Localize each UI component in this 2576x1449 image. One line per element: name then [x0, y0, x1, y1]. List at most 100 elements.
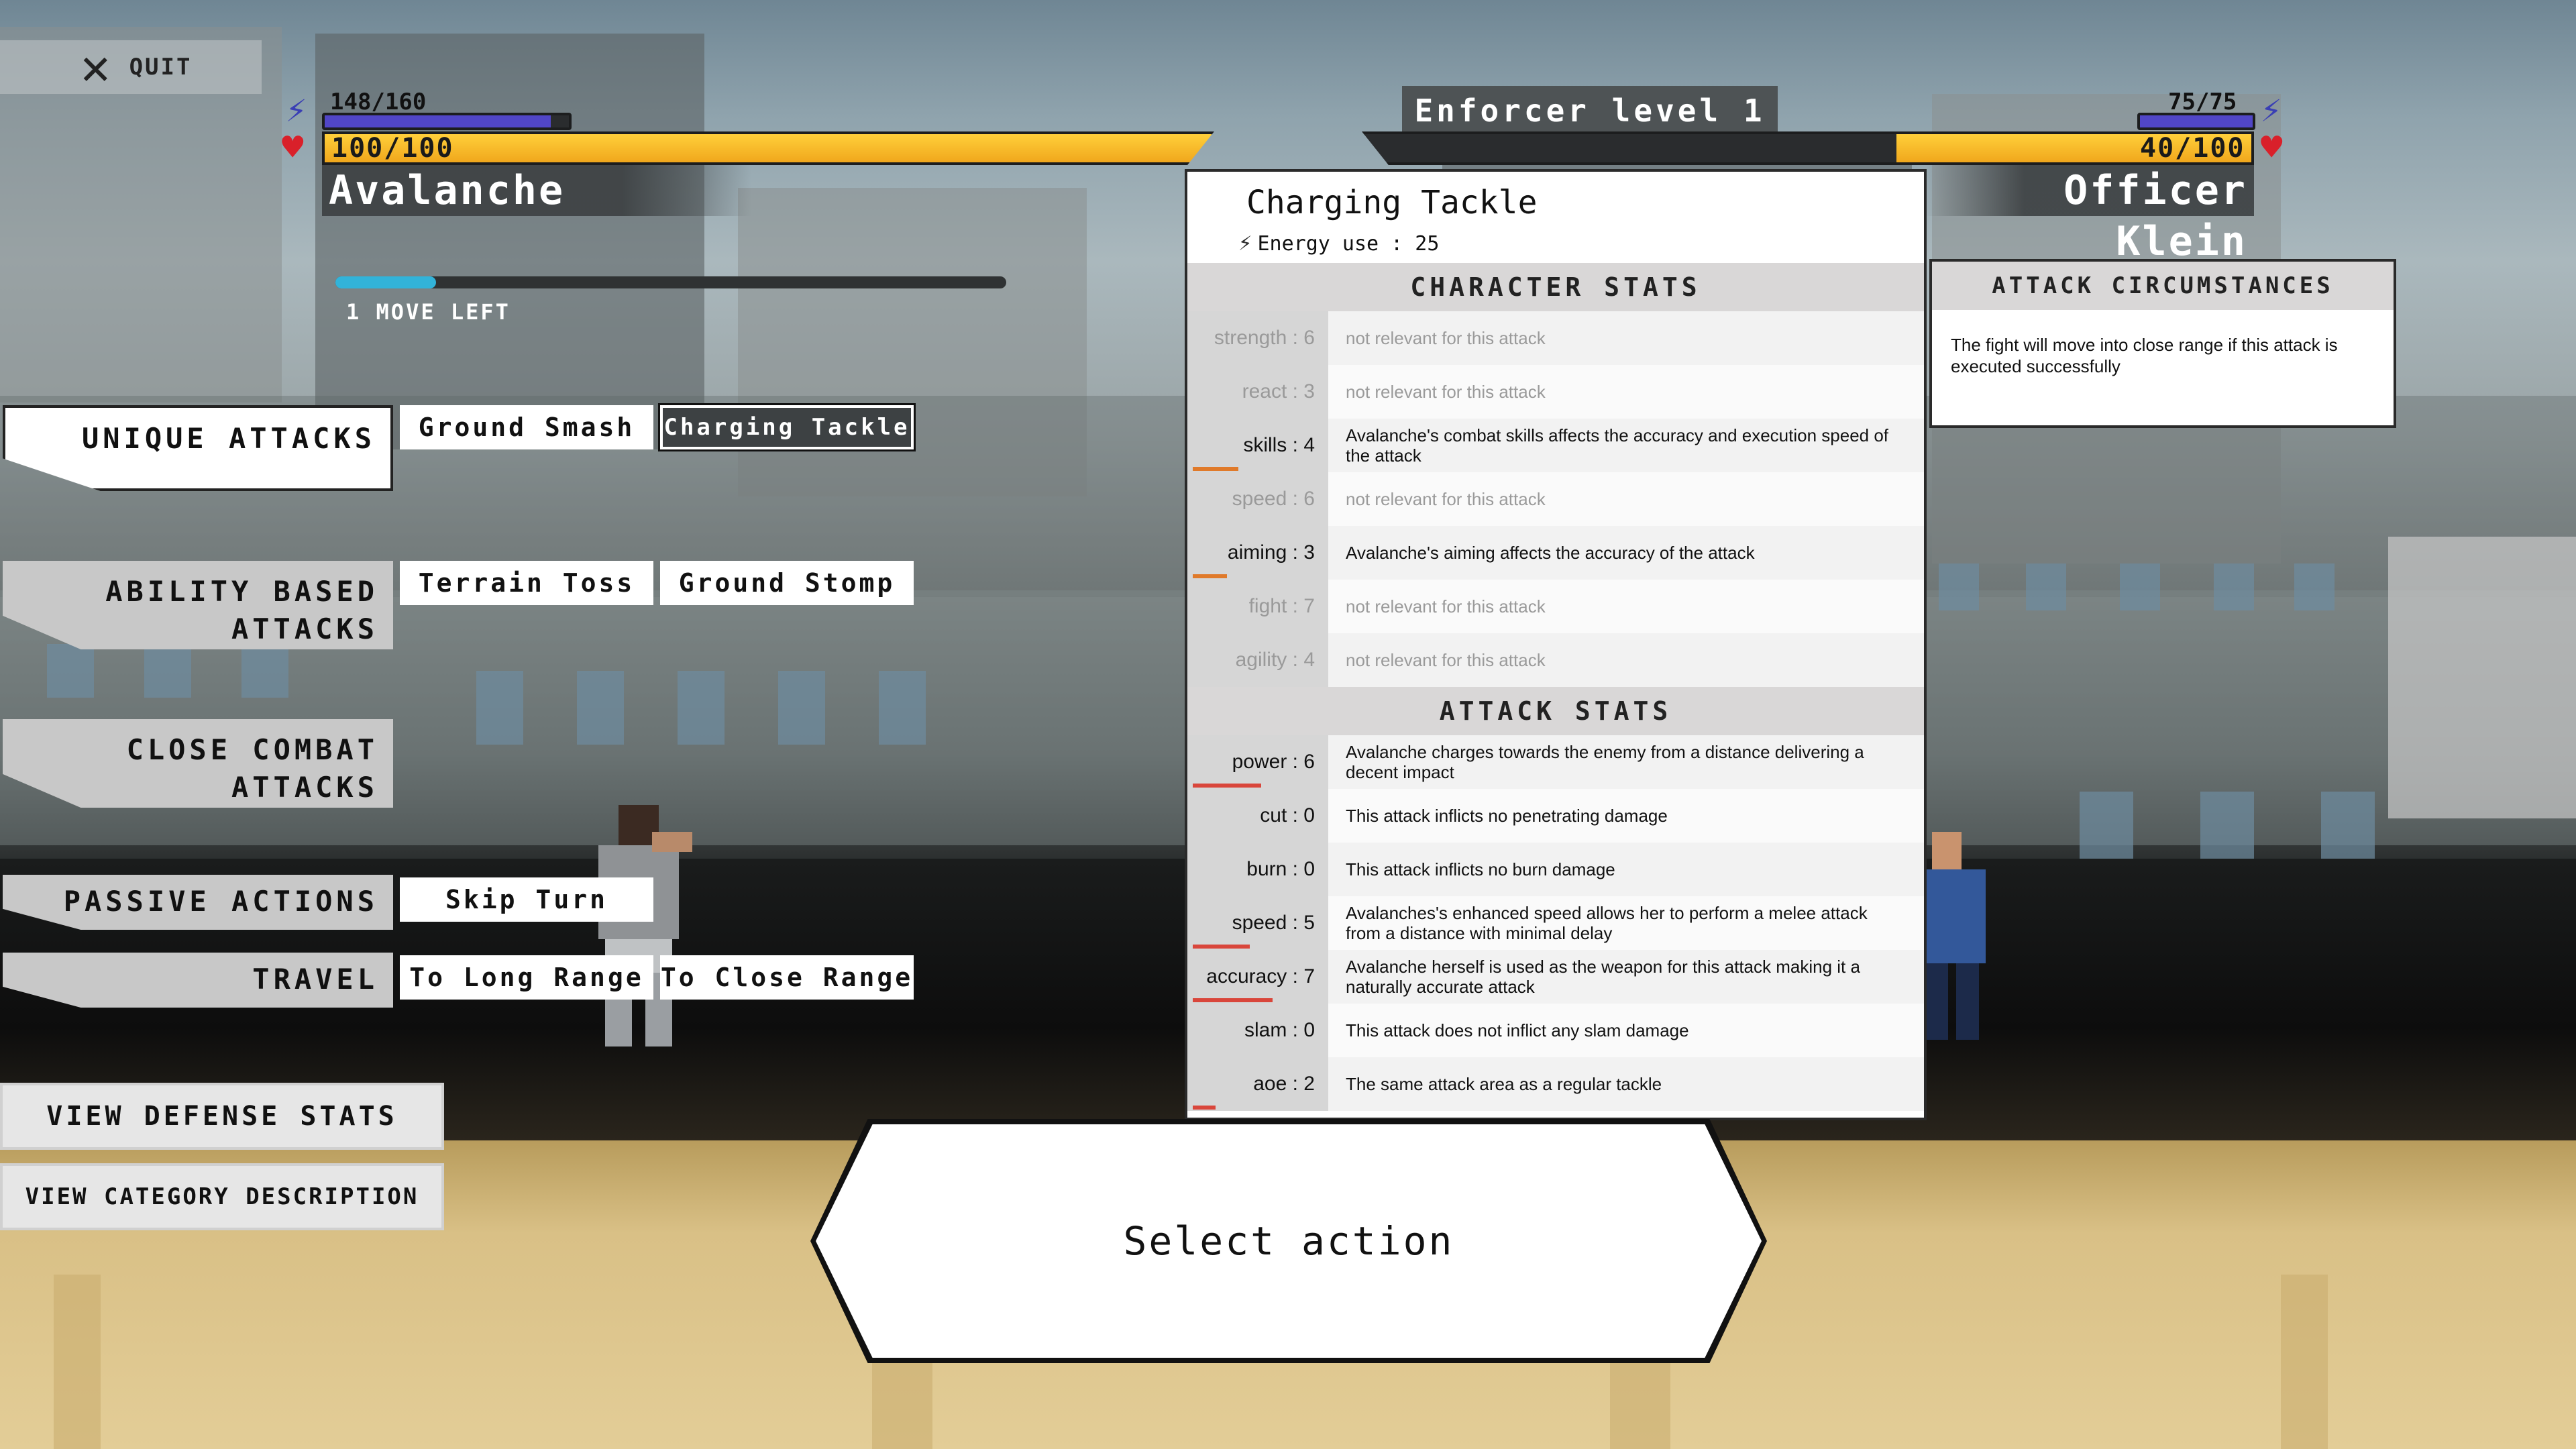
attack-circumstances-panel: ATTACK CIRCUMSTANCES The fight will move… — [1929, 259, 2396, 428]
moves-fill — [335, 276, 436, 288]
stat-description: Avalanche's aiming affects the accuracy … — [1328, 526, 1924, 580]
category-passive-actions[interactable]: PASSIVE ACTIONS — [3, 875, 393, 930]
stat-label: accuracy : 7 — [1187, 950, 1328, 1004]
skip-turn-button[interactable]: Skip Turn — [400, 877, 653, 922]
attack-stats-header: ATTACK STATS — [1187, 687, 1924, 735]
category-travel[interactable]: TRAVEL — [3, 953, 393, 1008]
stat-description: not relevant for this attack — [1328, 365, 1924, 419]
stat-description: not relevant for this attack — [1328, 472, 1924, 526]
player-hp-fill — [325, 134, 1212, 162]
view-category-description-button[interactable]: VIEW CATEGORY DESCRIPTION — [0, 1163, 444, 1230]
character-stats-header: CHARACTER STATS — [1187, 263, 1924, 311]
stat-label: fight : 7 — [1187, 580, 1328, 633]
attack-details-panel: Charging Tackle ⚡Energy use : 25 CHARACT… — [1185, 169, 1927, 1120]
enemy-energy-value: 75/75 — [2168, 89, 2237, 115]
player-energy-fill — [325, 115, 551, 127]
category-ability-attacks[interactable]: ABILITY BASED ATTACKS — [3, 561, 393, 649]
ground-stomp-button[interactable]: Ground Stomp — [660, 561, 914, 605]
stat-label: cut : 0 — [1187, 789, 1328, 843]
close-icon: ✕ — [80, 38, 111, 96]
stat-description: This attack inflicts no burn damage — [1328, 843, 1924, 896]
to-close-range-button[interactable]: To Close Range — [660, 955, 914, 1000]
stat-label: aiming : 3 — [1187, 526, 1328, 580]
stat-description: The same attack area as a regular tackle — [1328, 1057, 1924, 1111]
view-defense-stats-button[interactable]: VIEW DEFENSE STATS — [0, 1083, 444, 1150]
enemy-hp-fill — [1896, 134, 2251, 162]
stat-meter — [1193, 467, 1238, 471]
stat-description: Avalanches's enhanced speed allows her t… — [1328, 896, 1924, 950]
player-name: Avalanche — [322, 165, 751, 216]
stat-description: This attack does not inflict any slam da… — [1328, 1004, 1924, 1057]
category-close-combat-attacks[interactable]: CLOSE COMBAT ATTACKS — [3, 719, 393, 808]
category-label: ABILITY BASED ATTACKS — [105, 575, 378, 645]
quit-button[interactable]: ✕ QUIT — [0, 40, 262, 94]
stat-description: This attack inflicts no penetrating dama… — [1328, 789, 1924, 843]
category-label: PASSIVE ACTIONS — [63, 885, 378, 918]
category-label: UNIQUE ATTACKS — [81, 422, 376, 455]
enemy-name: Officer Klein — [1925, 165, 2254, 265]
moves-left-label: 1 MOVE LEFT — [346, 299, 511, 325]
stat-label: speed : 5 — [1187, 896, 1328, 950]
stat-label: strength : 6 — [1187, 311, 1328, 365]
stat-label: slam : 0 — [1187, 1004, 1328, 1057]
enemy-hp-value: 40/100 — [2140, 133, 2245, 164]
stat-description: not relevant for this attack — [1328, 633, 1924, 687]
stat-label: react : 3 — [1187, 365, 1328, 419]
player-character-sprite — [585, 805, 692, 1046]
stat-description: Avalanche herself is used as the weapon … — [1328, 950, 1924, 1004]
charging-tackle-button[interactable]: Charging Tackle — [658, 403, 916, 451]
attack-title: Charging Tackle — [1246, 184, 1538, 221]
moves-bar — [335, 276, 1006, 288]
stat-meter — [1193, 945, 1250, 949]
quit-label: QUIT — [129, 54, 193, 80]
stat-label: power : 6 — [1187, 735, 1328, 789]
select-action-button[interactable]: Select action — [816, 1124, 1762, 1358]
stat-label: speed : 6 — [1187, 472, 1328, 526]
stat-meter — [1193, 1106, 1216, 1110]
category-label: CLOSE COMBAT ATTACKS — [126, 733, 378, 804]
stat-label: skills : 4 — [1187, 419, 1328, 472]
stat-meter — [1193, 784, 1261, 788]
to-long-range-button[interactable]: To Long Range — [400, 955, 653, 1000]
stat-description: Avalanche charges towards the enemy from… — [1328, 735, 1924, 789]
player-energy-bar — [322, 113, 572, 130]
stat-label: aoe : 2 — [1187, 1057, 1328, 1111]
player-energy-value: 148/160 — [330, 89, 427, 115]
energy-use: ⚡Energy use : 25 — [1238, 229, 1439, 256]
enemy-energy-fill — [2140, 115, 2253, 127]
heart-icon: ♥ — [282, 126, 304, 168]
ground-smash-button[interactable]: Ground Smash — [400, 405, 653, 449]
terrain-toss-button[interactable]: Terrain Toss — [400, 561, 653, 605]
energy-use-label: Energy use : 25 — [1257, 232, 1440, 256]
energy-icon: ⚡ — [2261, 90, 2282, 130]
player-hp-value: 100/100 — [331, 133, 454, 164]
stat-description: not relevant for this attack — [1328, 311, 1924, 365]
enemy-energy-bar — [2137, 113, 2255, 130]
stat-meter — [1193, 574, 1227, 578]
energy-icon: ⚡ — [286, 90, 307, 130]
category-unique-attacks[interactable]: UNIQUE ATTACKS — [3, 405, 393, 491]
circumstances-text: The fight will move into close range if … — [1951, 335, 2338, 376]
enemy-character-sprite — [1919, 832, 1992, 1040]
category-label: TRAVEL — [252, 963, 378, 996]
enemy-hp-bar — [1362, 131, 2254, 165]
circumstances-header: ATTACK CIRCUMSTANCES — [1932, 262, 2394, 310]
heart-icon: ♥ — [2261, 126, 2283, 168]
energy-icon: ⚡ — [1238, 229, 1252, 256]
stat-label: burn : 0 — [1187, 843, 1328, 896]
stat-description: Avalanche's combat skills affects the ac… — [1328, 419, 1924, 472]
